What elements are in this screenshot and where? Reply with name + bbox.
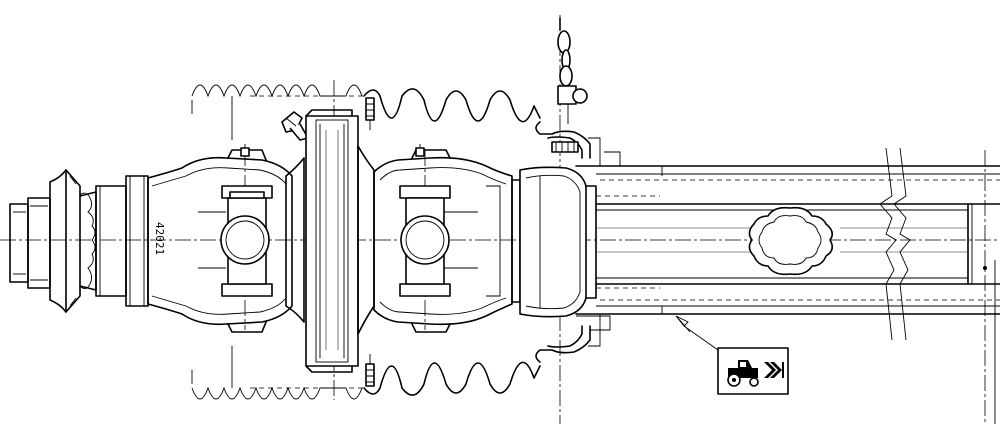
tractor-direction-label xyxy=(675,315,789,395)
double-chevron-arrow-icon xyxy=(764,362,784,378)
detail-lines xyxy=(588,137,660,347)
tractor-icon xyxy=(727,360,759,387)
guard-bellows xyxy=(191,84,541,400)
left-yoke xyxy=(147,144,293,333)
right-yoke xyxy=(373,144,513,333)
guard-bearing xyxy=(511,166,597,318)
grease-fitting-icon xyxy=(281,111,309,141)
left-cross-journal xyxy=(198,185,273,297)
part-marking: 42021 xyxy=(153,222,166,255)
tube-profile-section xyxy=(748,206,834,276)
telescopic-tubes xyxy=(575,147,1000,424)
safety-chain xyxy=(535,17,611,363)
splined-hub xyxy=(9,169,149,313)
center-body xyxy=(281,109,375,373)
right-cross-journal xyxy=(399,185,501,297)
